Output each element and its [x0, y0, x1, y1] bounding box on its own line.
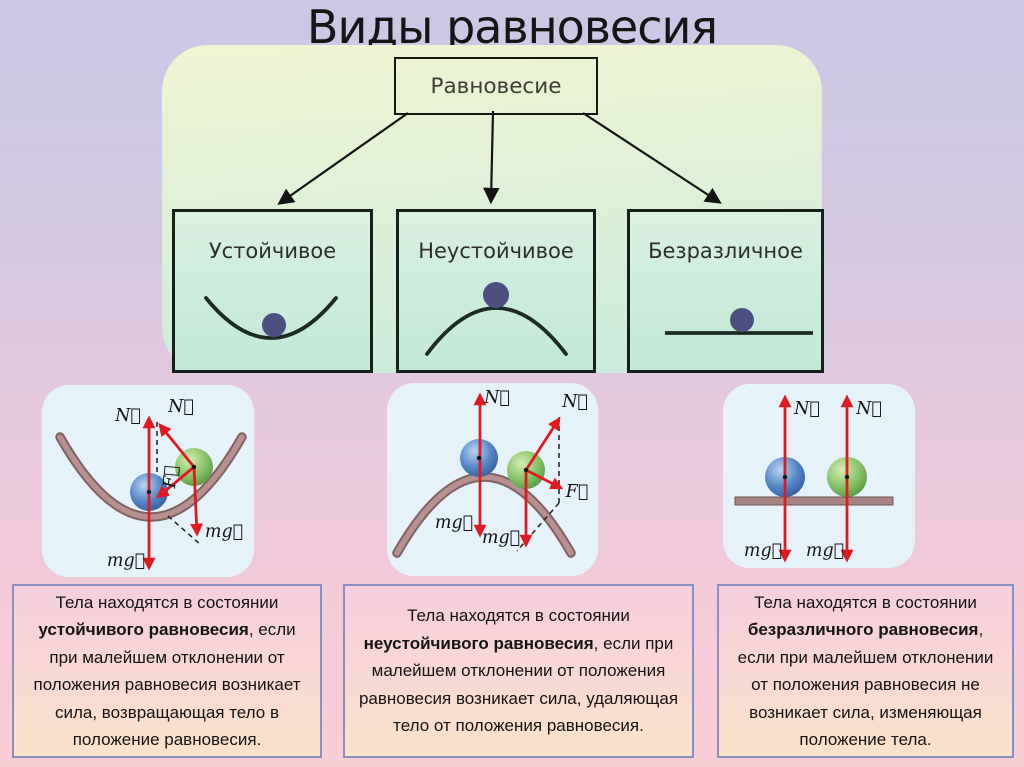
- normal-vector: [158, 422, 196, 468]
- description-suffix: , если при малейшем отклонении от положе…: [737, 620, 994, 749]
- normal-force-label: N⃗: [855, 399, 882, 419]
- description-prefix: Тела находятся в состоянии: [754, 592, 977, 612]
- flowchart-root-label: Равновесие: [430, 73, 562, 99]
- branch-box-unstable: Неустойчивое: [396, 209, 596, 373]
- center-dot: [523, 467, 529, 473]
- neutral-diagram: [665, 308, 813, 335]
- description-suffix: , если при малейшем отклонении от положе…: [358, 633, 679, 736]
- unstable-forces-diagram: N⃗ N⃗ F⃗ mg⃗ mg⃗: [392, 388, 589, 558]
- hill-curve-icon: [425, 306, 568, 356]
- stable-diagram: [204, 296, 338, 340]
- description-term: неустойчивого равновесия: [363, 633, 594, 653]
- description-suffix: , если при малейшем отклонении от положе…: [33, 620, 301, 749]
- neutral-forces-diagram: N⃗ N⃗ mg⃗ mg⃗: [734, 394, 894, 563]
- flowchart-root-box: Равновесие: [394, 57, 598, 115]
- branch-box-stable: Устойчивое: [172, 209, 373, 373]
- normal-force-label: N⃗: [167, 397, 194, 417]
- center-dot: [782, 474, 788, 480]
- normal-force-label: N⃗: [114, 406, 141, 426]
- displacing-force-vector: [525, 468, 564, 490]
- applied-force-label: F⃗: [565, 482, 589, 502]
- unstable-diagram: [425, 282, 568, 356]
- arrow-to-unstable: [483, 110, 500, 205]
- neutral-forces-card: N⃗ N⃗ mg⃗ mg⃗: [723, 384, 915, 568]
- gravity-force-label: mg⃗: [107, 551, 145, 571]
- center-dot: [191, 464, 197, 470]
- gravity-vector: [190, 466, 203, 537]
- stable-forces-diagram: N⃗ N⃗ F⃗ mg⃗ mg⃗: [55, 397, 247, 571]
- applied-force-label: F⃗: [160, 465, 182, 490]
- description-prefix: Тела находятся в состоянии: [55, 592, 279, 612]
- branch-box-neutral: Безразличное: [627, 209, 824, 373]
- normal-force-label: N⃗: [483, 388, 510, 408]
- dashed-tangent: [516, 502, 560, 552]
- arrow-to-stable: [277, 112, 409, 205]
- stable-forces-card: N⃗ N⃗ F⃗ mg⃗ mg⃗: [42, 385, 254, 577]
- arrow-to-neutral: [582, 112, 722, 204]
- ball-icon: [730, 308, 754, 332]
- center-dot: [146, 489, 152, 495]
- normal-force-label: N⃗: [561, 392, 588, 412]
- description-stable: Тела находятся в состоянии устойчивого р…: [12, 584, 322, 758]
- gravity-force-label: mg⃗: [205, 522, 243, 542]
- gravity-force-label: mg⃗: [744, 541, 782, 561]
- branch-label-unstable: Неустойчивое: [418, 239, 574, 263]
- description-text: Тела находятся в состоянии устойчивого р…: [14, 589, 320, 754]
- flat-surface: [734, 496, 894, 506]
- normal-vector: [524, 416, 561, 471]
- description-neutral: Тела находятся в состоянии безразличного…: [717, 584, 1014, 758]
- normal-force-label: N⃗: [793, 399, 820, 419]
- unstable-forces-card: N⃗ N⃗ F⃗ mg⃗ mg⃗: [387, 383, 598, 576]
- description-term: безразличного равновесия: [747, 620, 979, 639]
- branch-label-neutral: Безразличное: [648, 239, 803, 263]
- ball-icon: [483, 282, 509, 308]
- gravity-force-label: mg⃗: [435, 513, 473, 533]
- description-text: Тела находятся в состоянии безразличного…: [719, 589, 1012, 754]
- flowchart-arrows: [277, 110, 722, 205]
- description-text: Тела находятся в состоянии неустойчивого…: [345, 602, 692, 740]
- center-dot: [844, 474, 850, 480]
- description-unstable: Тела находятся в состоянии неустойчивого…: [343, 584, 694, 758]
- branch-label-stable: Устойчивое: [208, 239, 337, 263]
- restoring-force-vector: [156, 465, 195, 499]
- ball-icon: [262, 313, 286, 337]
- gravity-force-label: mg⃗: [482, 528, 520, 548]
- description-prefix: Тела находятся в состоянии: [407, 606, 630, 626]
- gravity-force-label: mg⃗: [806, 541, 844, 561]
- center-dot: [476, 455, 482, 461]
- description-term: устойчивого равновесия: [38, 620, 249, 639]
- bowl-curve-icon: [204, 296, 338, 340]
- dashed-tangent: [167, 515, 202, 546]
